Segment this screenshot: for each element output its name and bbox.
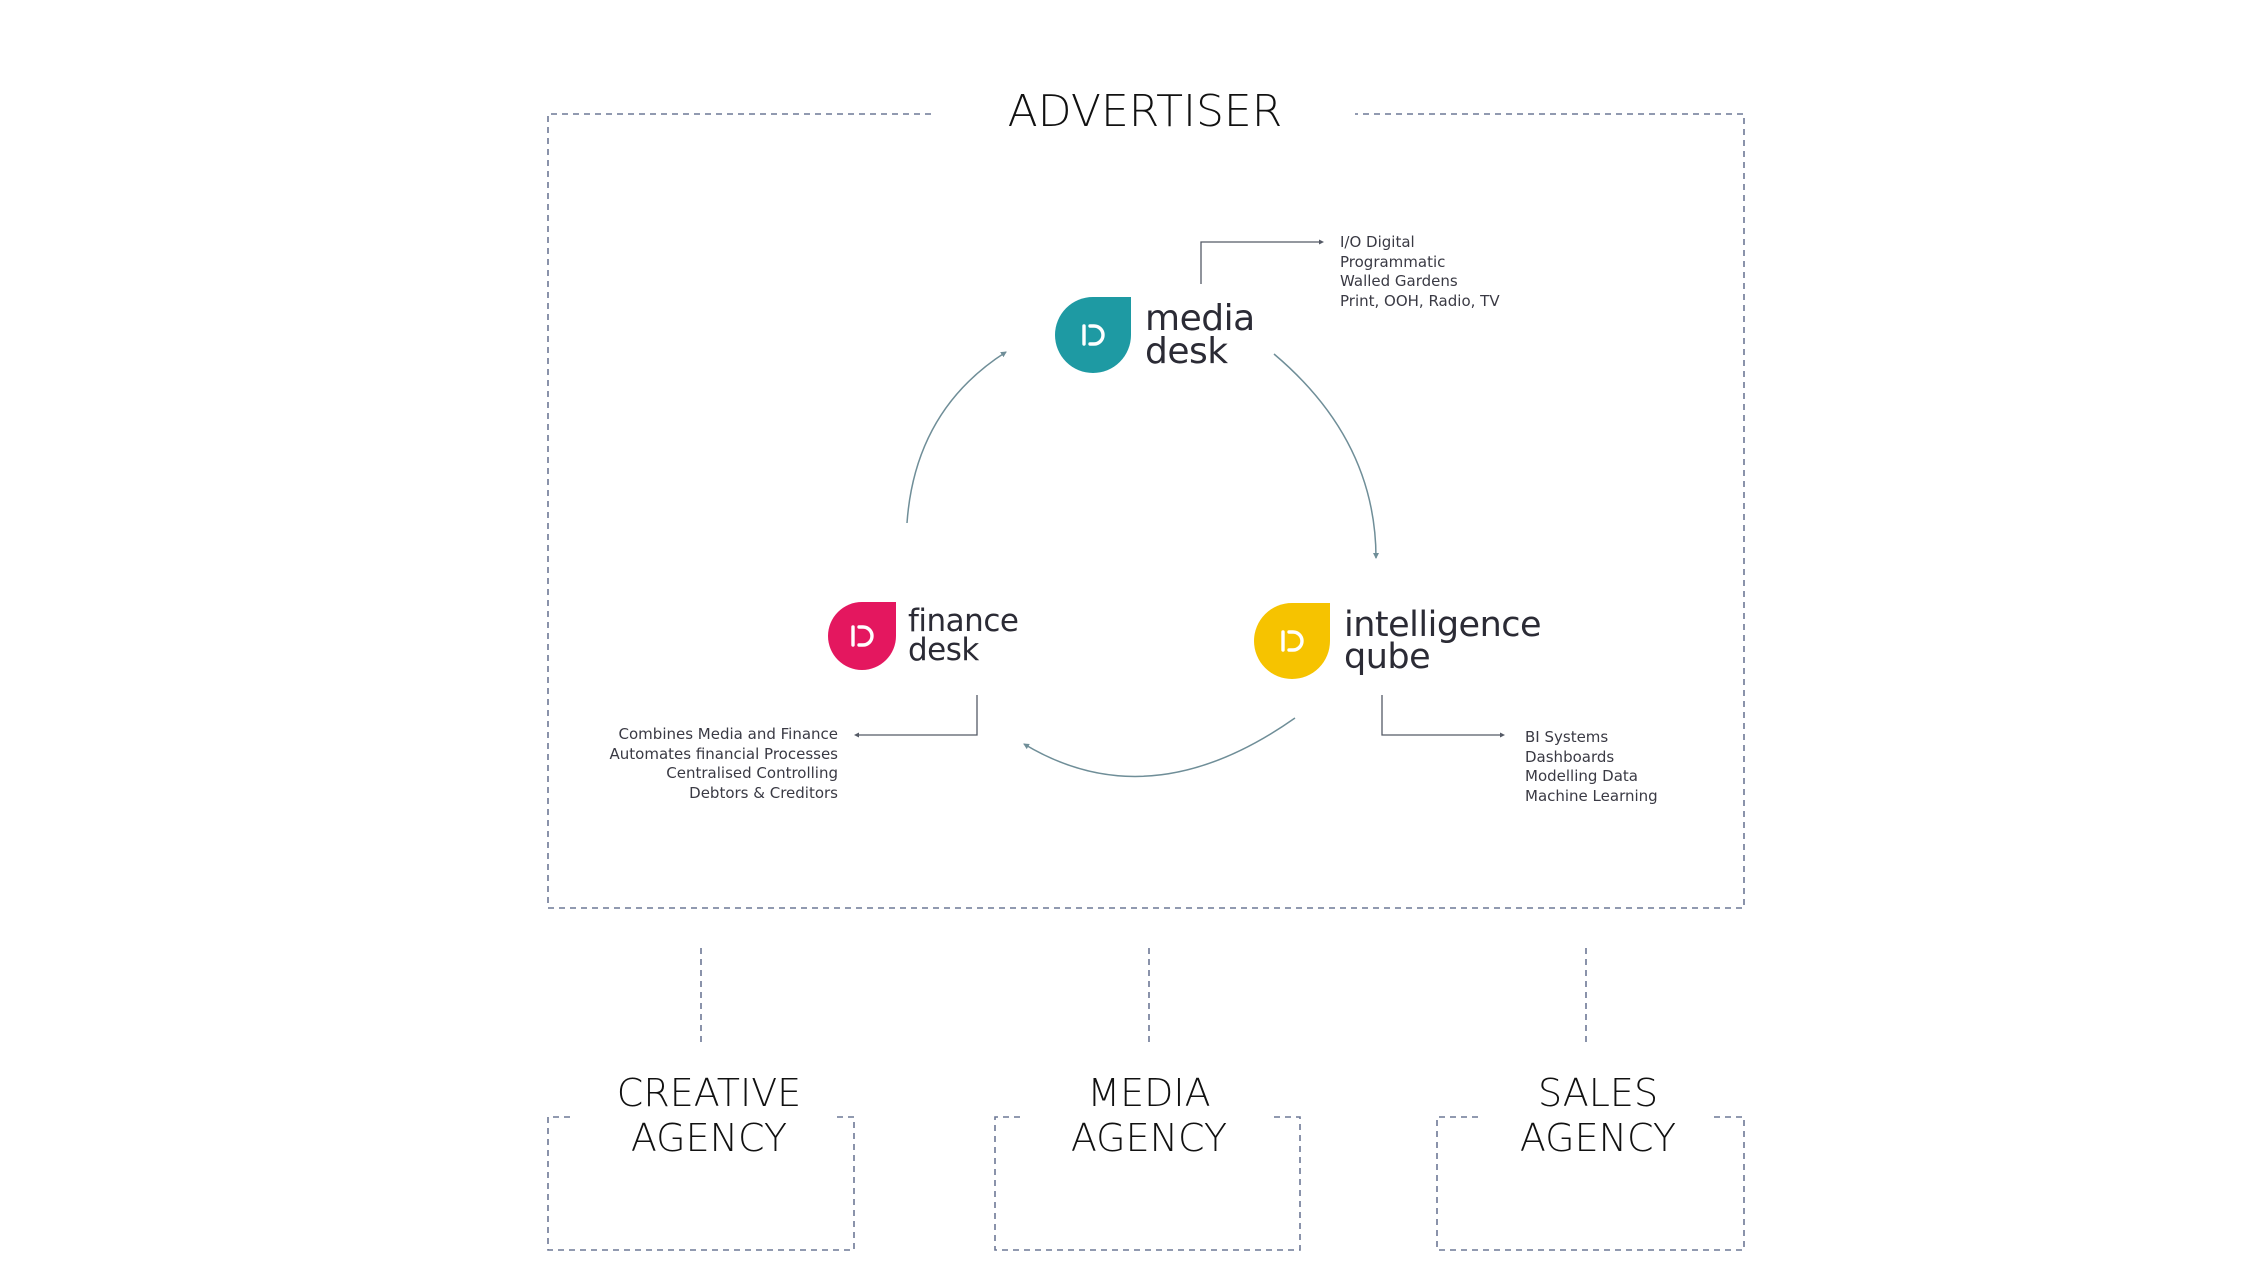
creative-agency-line2: AGENCY [630,1116,788,1160]
finance-desk-name-line2: desk [908,632,979,668]
advertiser-title: ADVERTISER [935,82,1355,142]
id-glyph-icon [1281,630,1304,652]
media-agency-line2: AGENCY [1070,1116,1228,1160]
sales-agency-line2: AGENCY [1519,1116,1677,1160]
note-item: Dashboards [1525,747,1615,766]
note-item: Combines Media and Finance [618,725,838,743]
sales-agency-frame [1436,1116,1745,1251]
arrow-media-to-intelligence [1273,353,1379,559]
id-glyph-icon [851,625,874,647]
arrow-intelligence-to-finance [1023,717,1296,778]
finance-desk-name: finance desk [908,603,1019,668]
sales-agency-line1: SALES [1537,1071,1659,1115]
finance-desk-name-line1: finance [908,603,1019,640]
finance-note-connector [854,695,978,738]
intelligence-qube-name: intelligence qube [1344,604,1542,677]
sales-agency-title: SALES AGENCY [1484,1071,1712,1161]
media-note-connector [1200,239,1324,284]
media-agency-line1: MEDIA [1087,1071,1211,1115]
media-desk-logo-mark [1055,297,1131,373]
note-item: Debtors & Creditors [689,783,838,802]
intelligence-qube-name-line2: qube [1344,637,1431,677]
intelligence-qube-notes: BI Systems Dashboards Modelling Data Mac… [1525,728,1658,806]
creative-agency-title: CREATIVE AGENCY [581,1071,837,1161]
finance-desk-notes: Combines Media and Finance Automates fin… [560,725,838,803]
note-item: Centralised Controlling [666,764,838,782]
creative-agency-frame [547,1116,855,1251]
note-item: Programmatic [1340,252,1446,271]
intelligence-qube-logo-mark [1254,603,1330,679]
arrow-finance-to-media [906,351,1007,524]
note-item: Walled Gardens [1340,272,1458,290]
media-desk-name-line2: desk [1145,331,1228,372]
note-item: BI Systems [1525,728,1609,746]
note-connectors [854,239,1505,738]
media-agency-frame [994,1116,1301,1251]
media-desk-name-line1: media [1145,297,1255,339]
intelligence-qube-logo: intelligence qube [1254,603,1542,679]
advertiser-frame [547,113,1745,909]
intelligence-note-connector [1381,695,1505,738]
note-item: Automates financial Processes [609,744,838,763]
note-item: Print, OOH, Radio, TV [1340,291,1500,310]
cycle-arrows [906,351,1379,778]
media-desk-notes: I/O Digital Programmatic Walled Gardens … [1340,233,1500,311]
finance-desk-logo: finance desk [828,602,1019,670]
note-item: I/O Digital [1340,233,1415,251]
intelligence-qube-name-line1: intelligence [1344,604,1542,645]
agency-connectors [700,948,1587,1045]
media-desk-logo: media desk [1055,297,1255,373]
id-glyph-icon [1082,324,1105,346]
media-desk-name: media desk [1145,297,1255,372]
media-agency-title: MEDIA AGENCY [1028,1071,1270,1161]
finance-desk-logo-mark [828,602,896,670]
note-item: Modelling Data [1525,767,1638,785]
creative-agency-line1: CREATIVE [616,1071,802,1115]
note-item: Machine Learning [1525,786,1658,805]
